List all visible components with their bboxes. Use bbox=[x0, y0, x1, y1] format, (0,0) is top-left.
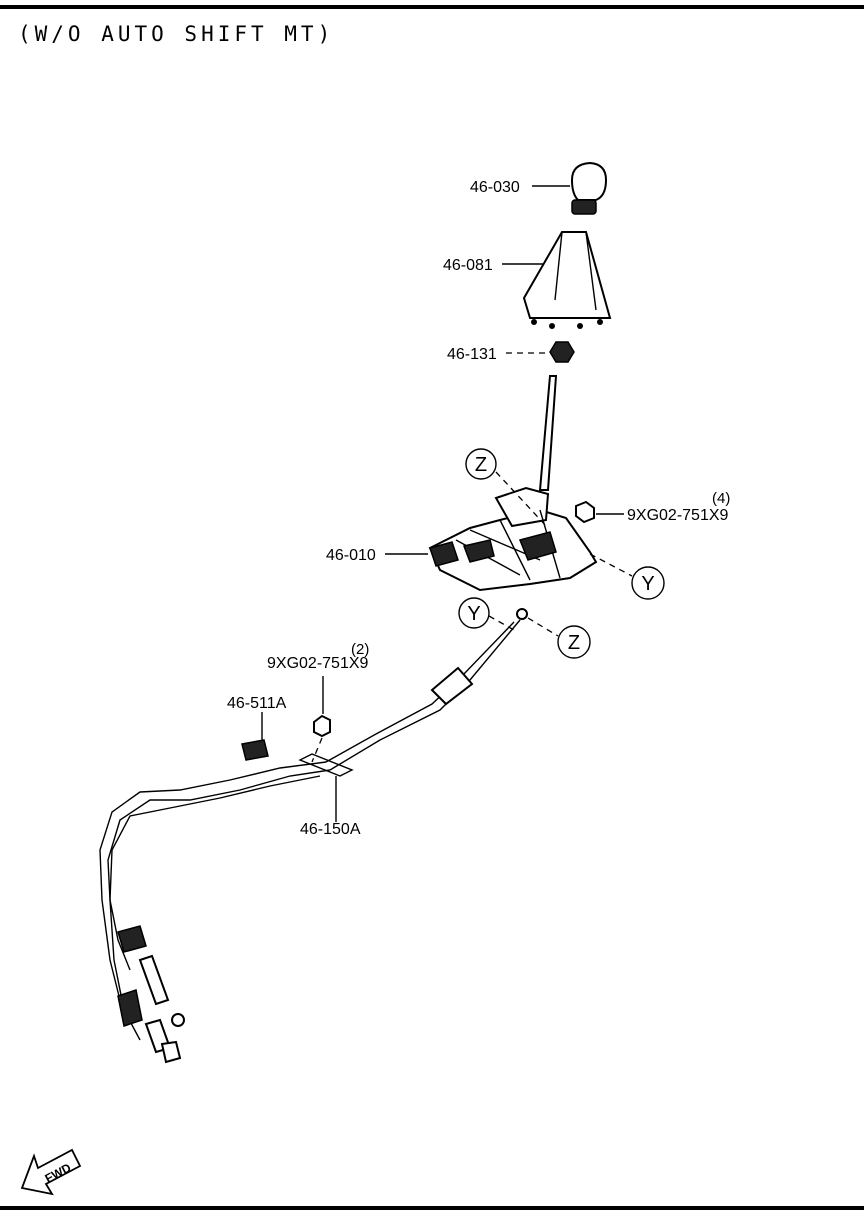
cable-clip bbox=[241, 739, 269, 761]
shift-cable bbox=[99, 608, 528, 1064]
label-cable: 46-150A bbox=[300, 821, 361, 838]
ref-line-y-mid bbox=[488, 615, 515, 631]
ref-z-mid: Z bbox=[568, 632, 580, 654]
label-bolt-upper: 9XG02-751X9 bbox=[627, 507, 729, 524]
ref-circle-z-mid bbox=[557, 625, 591, 659]
ref-y-mid: Y bbox=[467, 603, 480, 625]
shift-boot bbox=[522, 231, 612, 329]
ref-circle-y-mid bbox=[458, 597, 490, 629]
ref-line-z-mid bbox=[527, 617, 559, 637]
qty-bolt-upper: (4) bbox=[712, 490, 730, 507]
ref-circle-z-top bbox=[465, 448, 497, 480]
ref-y-right: Y bbox=[641, 573, 654, 595]
fwd-arrow-icon: FWD bbox=[20, 1148, 82, 1196]
label-clip: 46-511A bbox=[227, 695, 287, 712]
ref-z-top: Z bbox=[475, 454, 487, 476]
ref-circle-y-right bbox=[631, 566, 665, 600]
label-shifter: 46-010 bbox=[326, 547, 376, 564]
label-boot-nut: 46-131 bbox=[447, 346, 497, 363]
boot-nut bbox=[549, 341, 575, 363]
qty-bolt-lower: (2) bbox=[351, 641, 369, 658]
ref-line-z-top bbox=[495, 471, 549, 529]
dash-bolt-lower bbox=[311, 737, 323, 763]
ref-line-y-right bbox=[589, 553, 633, 577]
shift-knob bbox=[570, 161, 608, 215]
diagram-title: (W/O AUTO SHIFT MT) bbox=[18, 22, 334, 46]
shifter-assembly bbox=[428, 375, 598, 592]
label-knob: 46-030 bbox=[470, 179, 520, 196]
label-bolt-lower: 9XG02-751X9 bbox=[267, 655, 369, 672]
bolt-upper bbox=[575, 500, 595, 524]
label-boot: 46-081 bbox=[443, 257, 493, 274]
bolt-lower bbox=[313, 714, 331, 738]
